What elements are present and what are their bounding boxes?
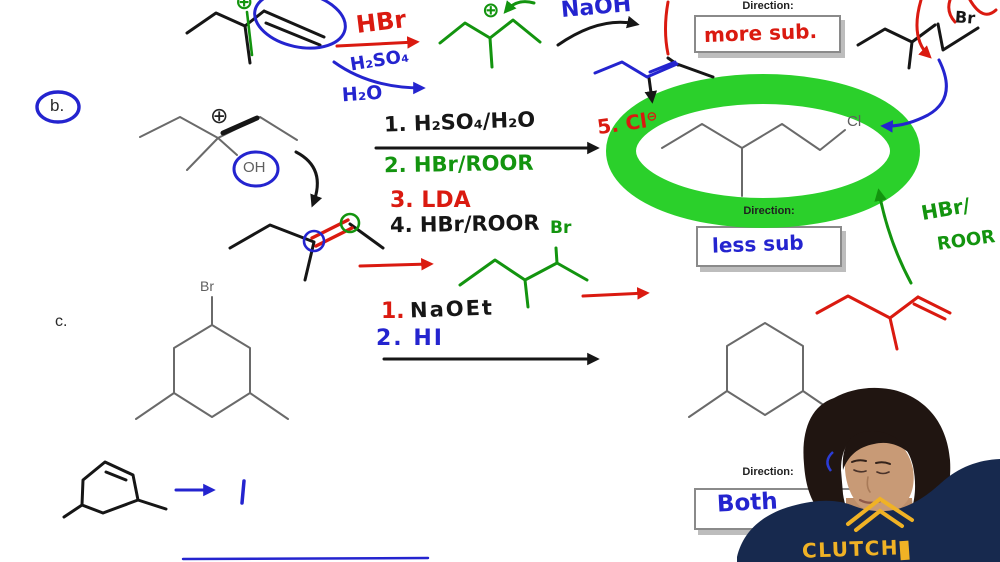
bold-alkene-bond <box>220 115 260 136</box>
b-step-1: 1. H₂SO₄/H₂O <box>383 107 536 137</box>
b-step-3: 3. LDA <box>390 188 471 213</box>
structure-b-intermediate <box>228 222 385 282</box>
c-step-2: 2. HI <box>376 326 444 351</box>
reagent-hbr: HBr <box>354 5 408 39</box>
earbud-wire <box>826 451 834 472</box>
blue-curved-arrow-topright <box>880 58 948 133</box>
b-step-4: 4. HBr/ROOR <box>389 210 540 238</box>
red-divider-line <box>664 0 670 56</box>
chloride-charge: ⊖ <box>645 108 659 126</box>
topright-br-label: Br <box>954 7 976 28</box>
carbon-circle-green <box>339 212 361 234</box>
shirt-text: CLUTCH <box>801 535 900 562</box>
structure-b-substrate <box>139 116 298 171</box>
green-annotations <box>245 0 913 309</box>
structure-green-cation <box>438 18 542 69</box>
red-annotations <box>310 0 998 351</box>
oh-circle <box>232 150 280 188</box>
h2so4-arrow <box>332 60 426 95</box>
curved-arrow-a <box>556 15 640 47</box>
blue-annotations <box>35 0 948 561</box>
green-curved-arrow-right <box>874 188 913 285</box>
structure-red-alkene <box>815 294 952 351</box>
intermediate-br-label: Br <box>550 218 572 238</box>
blue-bottom-line <box>181 556 430 561</box>
structure-b-product <box>661 123 846 197</box>
section-c-label: c. <box>55 313 68 330</box>
presenter-figure <box>737 387 1000 562</box>
direction-box-less-sub <box>696 226 842 267</box>
red-arrow-after-green <box>581 287 650 300</box>
b-label-circle <box>35 90 81 124</box>
blue-i-stroke <box>240 479 246 505</box>
cation-plus-topleft: ⊕ <box>235 0 254 15</box>
substrate-br-label: Br <box>200 278 214 294</box>
presenter <box>737 387 1000 562</box>
direction-box-more-sub <box>694 15 841 53</box>
direction-value-less-sub: less sub <box>711 230 805 258</box>
direction-label-3: Direction: <box>742 466 794 478</box>
direction-label-1: Direction: <box>742 0 794 12</box>
structure-blue-alkene <box>593 60 679 79</box>
direction-label-2: Direction: <box>743 205 795 217</box>
product-cl-label: Cl <box>847 113 862 130</box>
structure-green-bromide <box>458 246 589 309</box>
green-hook-arrow <box>503 0 536 14</box>
structure-c-substrate <box>135 296 289 420</box>
hbr-arrow <box>335 36 420 49</box>
carbon-circle-blue <box>302 229 326 253</box>
section-b-label: b. <box>50 96 65 115</box>
red-strokes-topright <box>915 0 932 59</box>
arrow-into-oval <box>644 76 658 104</box>
structure-topright-br <box>856 22 980 70</box>
presenter-hair <box>803 387 951 523</box>
cation-plus-b: ⊕ <box>210 103 229 128</box>
presenter-hair-fringe <box>842 430 908 470</box>
oh-label: OH <box>243 159 266 176</box>
clutch-logo-roof <box>846 496 914 532</box>
green-cation-mark <box>245 10 254 57</box>
red-arrow-mid <box>358 257 434 271</box>
reagent-h2o: H₂O <box>341 81 384 107</box>
curved-arrow-b <box>294 150 323 208</box>
red-strokes-topright-2 <box>947 0 998 24</box>
c-step-1-reagent: NaOEt <box>409 295 495 323</box>
c-step-1-number: 1. <box>381 299 405 324</box>
structure-bottom-cyclohexene <box>62 460 168 519</box>
cation-plus-green-structure: ⊕ <box>482 0 500 22</box>
b-step-2: 2. HBr/ROOR <box>383 150 534 178</box>
green-highlight-oval <box>606 74 920 228</box>
direction-value-more-sub: more sub. <box>703 19 818 47</box>
clutch-logo-bar <box>899 540 910 561</box>
blue-oval-alkene <box>253 0 347 50</box>
